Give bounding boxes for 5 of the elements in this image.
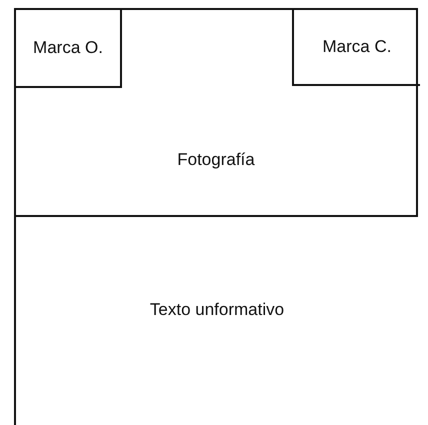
panel-label: Fotografía	[177, 150, 255, 170]
layout-panel: Marca O.	[16, 10, 122, 88]
layout-panel: Texto unformativo	[14, 215, 418, 425]
layout-panel	[14, 8, 418, 217]
layout-panel: Marca C.	[292, 10, 420, 86]
